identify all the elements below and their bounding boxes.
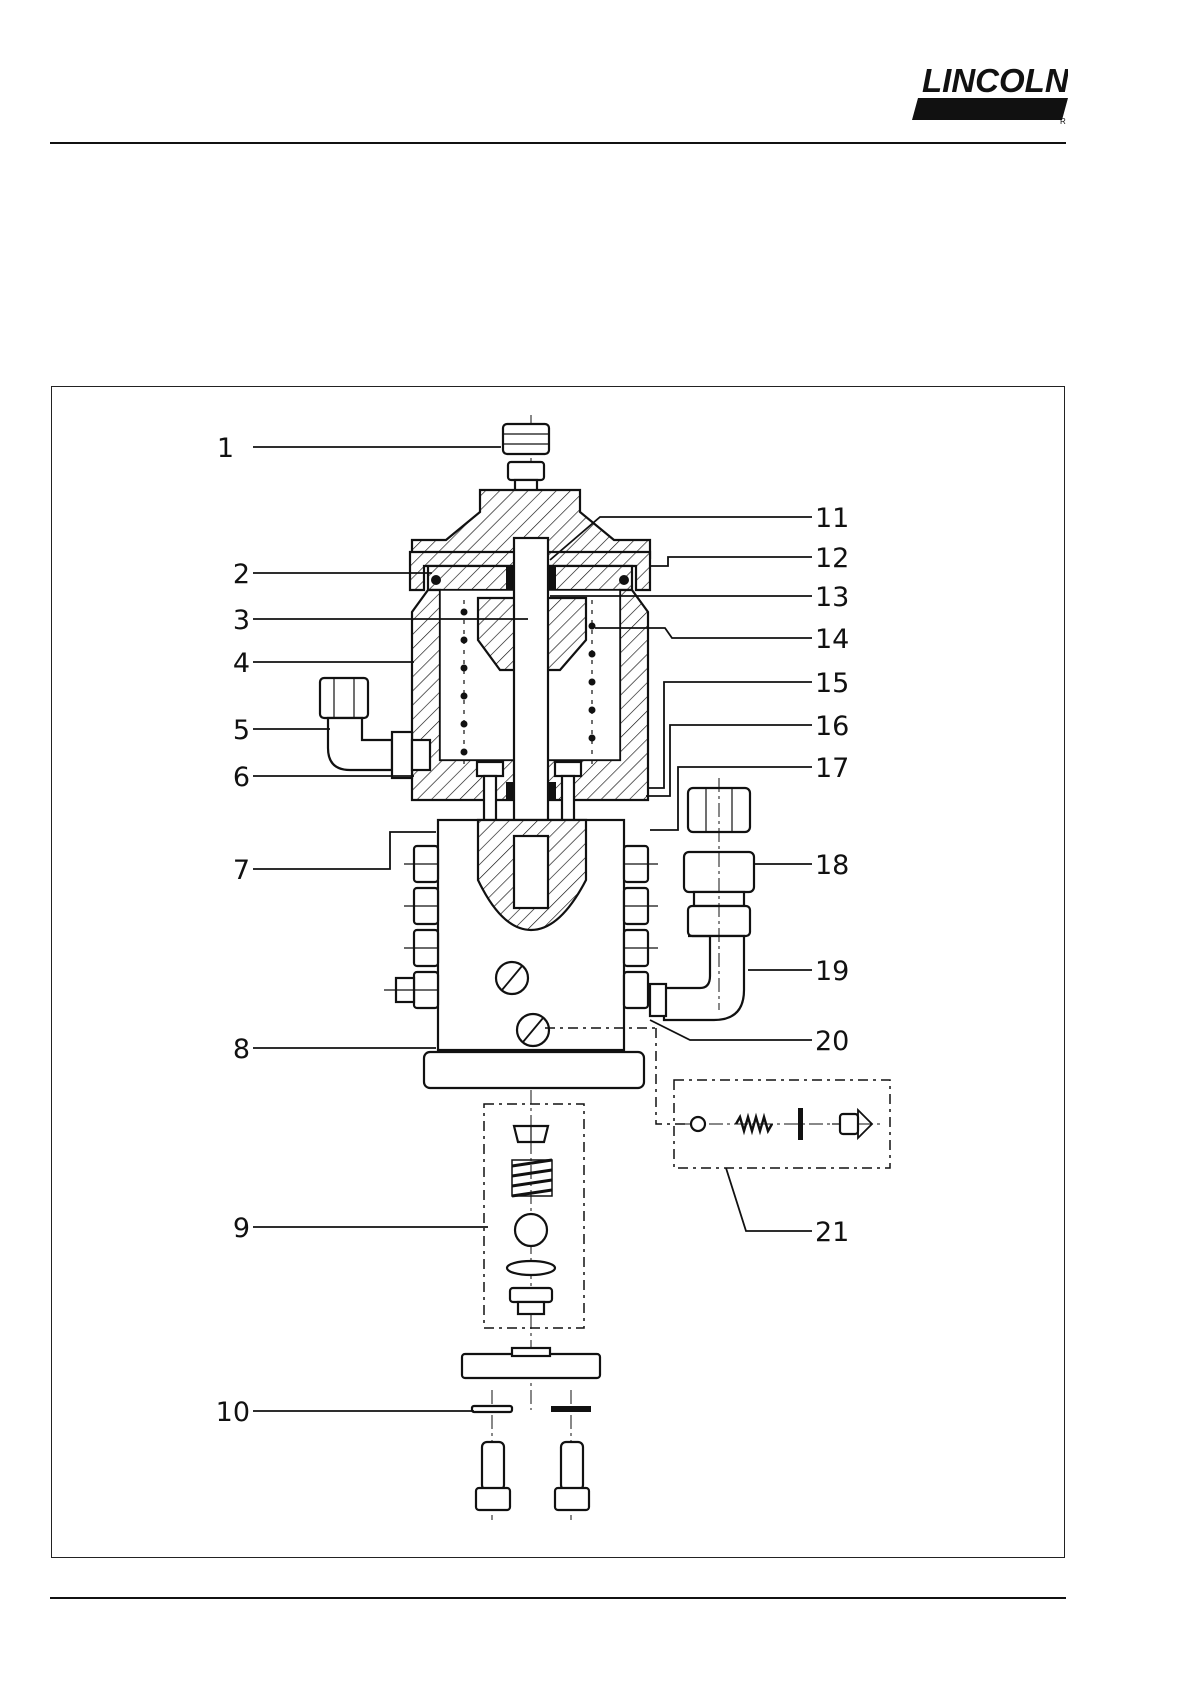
piston-rod [514,538,548,838]
washer-left [472,1406,512,1412]
pump-assembly [320,415,890,1520]
washer-right [551,1406,591,1412]
callout-20: 20 [815,1026,849,1057]
callout-18: 18 [815,850,849,881]
callout-9: 9 [233,1213,250,1244]
callout-16: 16 [815,711,849,742]
callout-4: 4 [233,648,250,679]
callout-8: 8 [233,1034,250,1065]
callout-21: 21 [815,1217,849,1248]
callout-19: 19 [815,956,849,987]
outlet-connector-fitting [650,778,754,1020]
pump-base [424,1052,644,1088]
callout-17: 17 [815,753,849,784]
callout-5: 5 [233,715,250,746]
callout-1: 1 [217,433,234,464]
bottom-plate [462,1354,600,1378]
callout-13: 13 [815,582,849,613]
callout-11: 11 [815,503,849,534]
callout-10: 10 [216,1397,250,1428]
callout-2: 2 [233,559,250,590]
callout-15: 15 [815,668,849,699]
callout-7: 7 [233,855,250,886]
callout-14: 14 [815,624,849,655]
callout-12: 12 [815,543,849,574]
top-fitting-nut [503,424,549,454]
callout-3: 3 [233,605,250,636]
callout-6: 6 [233,762,250,793]
outlet-fittings-left [384,846,438,1008]
